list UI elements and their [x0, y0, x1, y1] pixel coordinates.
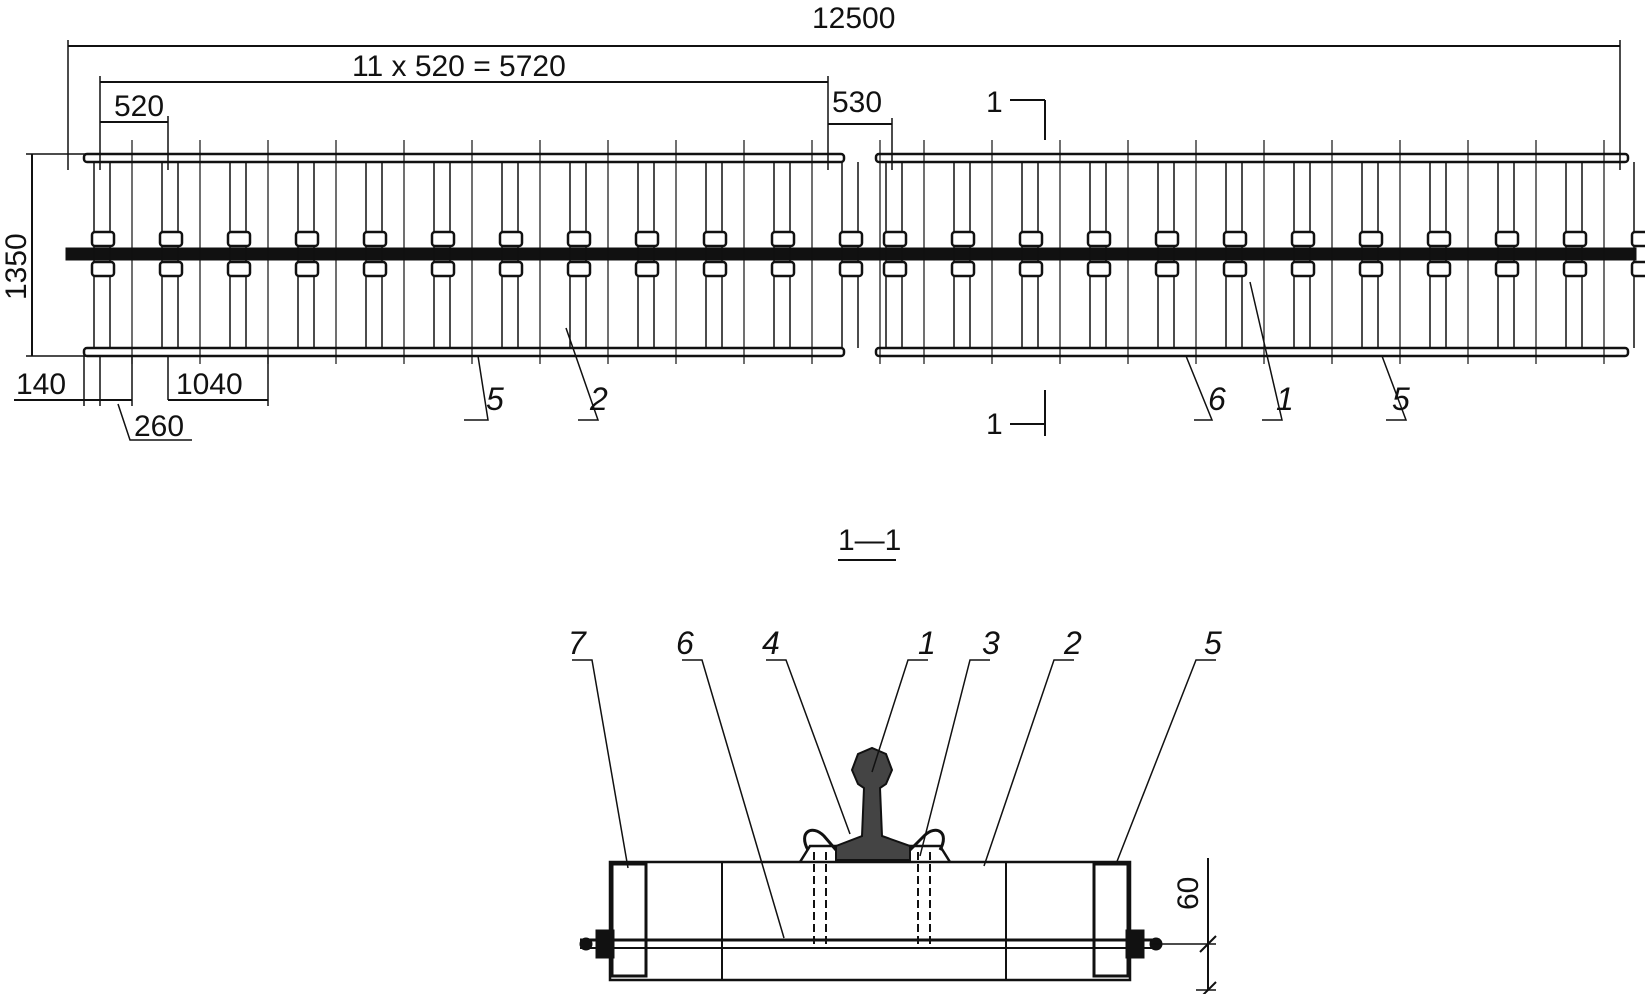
- fastener-bottom: [1154, 260, 1180, 278]
- fastener-bottom: [1426, 260, 1452, 278]
- fastener-bottom: [838, 260, 864, 278]
- fastener-bottom: [90, 260, 116, 278]
- plan-callout-1: 1: [1276, 381, 1294, 417]
- plan-view: [14, 40, 1645, 441]
- dim-tie-group: 11 x 520 = 5720: [352, 50, 566, 83]
- plan-ties: [90, 140, 1645, 364]
- plan-callout-2: 2: [589, 381, 608, 417]
- fastener-top: [1154, 230, 1180, 248]
- fastener-top: [1426, 230, 1452, 248]
- dim-half-spacing: 260: [134, 410, 184, 443]
- fastener-bottom: [1018, 260, 1044, 278]
- fastener-bottom: [498, 260, 524, 278]
- section-callout-1: 1: [918, 625, 936, 661]
- fastener-top: [634, 230, 660, 248]
- fastener-top: [1494, 230, 1520, 248]
- plan-callout-6: 6: [1208, 381, 1226, 417]
- fastener-top: [294, 230, 320, 248]
- dim-double-spacing: 1040: [176, 368, 243, 401]
- dim-overall: 12500: [812, 2, 895, 35]
- fastener-bottom: [1086, 260, 1112, 278]
- fastener-top: [362, 230, 388, 248]
- dim-joint-gap: 530: [832, 86, 882, 119]
- dim-width: 1350: [0, 233, 33, 300]
- dim-section-height: 60: [1172, 877, 1205, 910]
- dim-end-offset: 140: [16, 368, 66, 401]
- fastener-top: [1630, 230, 1645, 248]
- fastener-bottom: [430, 260, 456, 278]
- fastener-top: [1290, 230, 1316, 248]
- fastener-bottom: [226, 260, 252, 278]
- section-callout-7: 7: [568, 625, 587, 661]
- fastener-bottom: [882, 260, 908, 278]
- fastener-top: [1358, 230, 1384, 248]
- fastener-top: [566, 230, 592, 248]
- fastener-top: [882, 230, 908, 248]
- fastener-bottom: [1222, 260, 1248, 278]
- plan-callout-5-right: 5: [1392, 381, 1410, 417]
- dim-tie-spacing: 520: [114, 90, 164, 123]
- section-callout-2: 2: [1063, 625, 1082, 661]
- fastener-top: [90, 230, 116, 248]
- plan-callout-5-left: 5: [486, 381, 504, 417]
- fastener-top: [158, 230, 184, 248]
- fastener-bottom: [1562, 260, 1588, 278]
- fastener-top: [838, 230, 864, 248]
- fastener-top: [1562, 230, 1588, 248]
- section-callout-3: 3: [982, 625, 1000, 661]
- fastener-top: [498, 230, 524, 248]
- fastener-bottom: [770, 260, 796, 278]
- fastener-bottom: [1290, 260, 1316, 278]
- section-view: [572, 659, 1217, 994]
- fastener-top: [950, 230, 976, 248]
- section-mark-top: 1: [986, 86, 1003, 119]
- fastener-bottom: [1630, 260, 1645, 278]
- fastener-bottom: [634, 260, 660, 278]
- fastener-bottom: [1494, 260, 1520, 278]
- fastener-bottom: [158, 260, 184, 278]
- section-callout-4: 4: [762, 625, 780, 661]
- fastener-bottom: [702, 260, 728, 278]
- fastener-top: [702, 230, 728, 248]
- fastener-top: [430, 230, 456, 248]
- section-title: 1—1: [838, 524, 901, 557]
- section-mark-bottom: 1: [986, 408, 1003, 441]
- fastener-top: [226, 230, 252, 248]
- fastener-top: [770, 230, 796, 248]
- fastener-bottom: [362, 260, 388, 278]
- fastener-bottom: [294, 260, 320, 278]
- fastener-bottom: [566, 260, 592, 278]
- fastener-bottom: [1358, 260, 1384, 278]
- section-callout-6: 6: [676, 625, 694, 661]
- fastener-bottom: [950, 260, 976, 278]
- fastener-top: [1018, 230, 1044, 248]
- fastener-top: [1086, 230, 1112, 248]
- section-callout-5: 5: [1204, 625, 1222, 661]
- fastener-top: [1222, 230, 1248, 248]
